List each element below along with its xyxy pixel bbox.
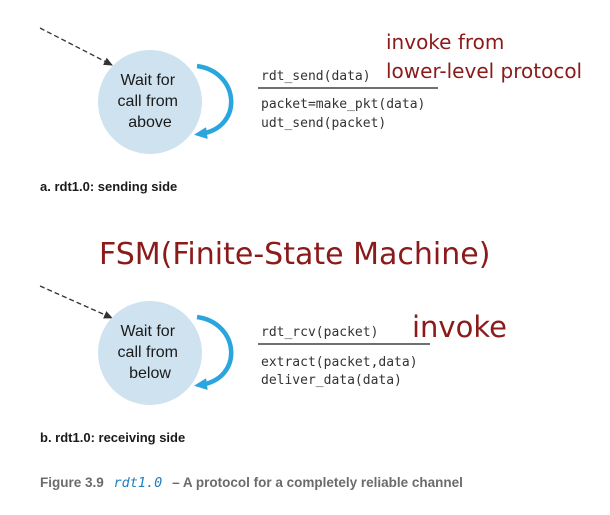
receiver-annotation: invoke: [412, 310, 507, 344]
figure-caption-label: Figure 3.9: [40, 475, 104, 490]
sender-action-1: packet=make_pkt(data): [261, 97, 425, 112]
sender-caption: a. rdt1.0: sending side: [40, 179, 177, 194]
figure-caption-text: – A protocol for a completely reliable c…: [172, 475, 463, 490]
figure-caption: Figure 3.9 rdt1.0 – A protocol for a com…: [40, 475, 463, 491]
sender-state-line-3: above: [128, 114, 172, 131]
receiver-fsm: Wait for call from below rdt_rcv(packet)…: [39, 285, 507, 445]
sender-self-loop-arrow: [194, 63, 234, 139]
receiver-state-line-1: Wait for: [121, 323, 176, 340]
receiver-state-circle: [98, 301, 202, 405]
receiver-state-line-2: call from: [118, 344, 178, 361]
sender-event: rdt_send(data): [261, 69, 371, 84]
sender-fsm: Wait for call from above rdt_send(data) …: [39, 27, 582, 194]
sender-state-label: Wait for call from above: [118, 72, 183, 131]
fsm-heading: FSM(Finite-State Machine): [99, 237, 490, 272]
sender-state-line-1: Wait for: [121, 72, 176, 89]
sender-action-2: udt_send(packet): [261, 116, 386, 131]
receiver-action-2: deliver_data(data): [261, 373, 402, 388]
sender-state-circle: [98, 50, 202, 154]
figure-caption-code: rdt1.0: [114, 475, 163, 491]
receiver-initial-arrow: [39, 285, 113, 319]
sender-annotation-line-1: invoke from: [386, 30, 504, 54]
sender-state-line-2: call from: [118, 93, 178, 110]
receiver-state-label: Wait for call from below: [118, 323, 183, 382]
receiver-caption: b. rdt1.0: receiving side: [40, 430, 185, 445]
receiver-self-loop-arrow: [194, 314, 234, 390]
receiver-state-line-3: below: [129, 365, 171, 382]
sender-initial-arrow: [39, 27, 113, 66]
receiver-action-1: extract(packet,data): [261, 355, 418, 370]
sender-annotation-line-2: lower-level protocol: [386, 59, 582, 83]
receiver-event: rdt_rcv(packet): [261, 325, 378, 340]
